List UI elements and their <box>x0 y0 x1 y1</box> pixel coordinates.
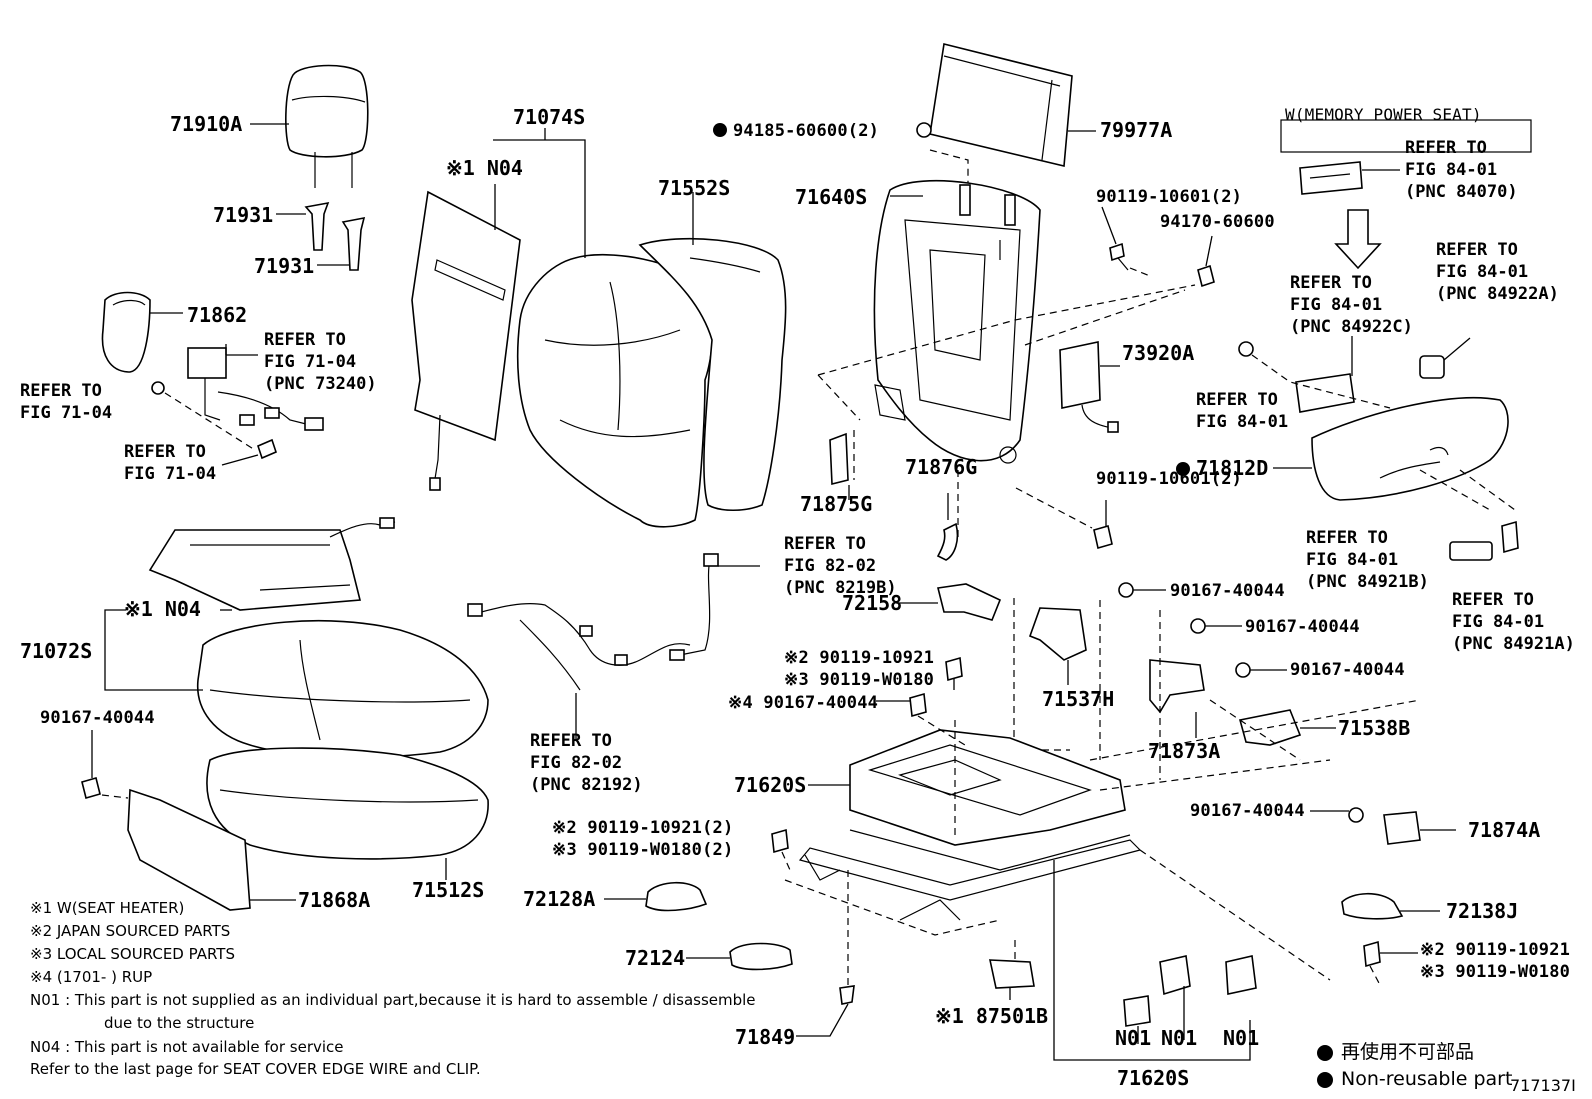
shield-71812D <box>1311 396 1509 501</box>
cover-71862 <box>101 291 151 373</box>
buckle-drawing <box>187 347 324 431</box>
note-5: N01 : This part is not supplied as an in… <box>30 991 756 1009</box>
label-right-x2: ※2 90119-10921 <box>1420 940 1571 960</box>
back-board-79977A <box>929 43 1073 167</box>
label-71537H: 71537H <box>1042 687 1115 711</box>
label-71620S: 71620S <box>734 773 807 797</box>
label-x3-90119-W0180: ※3 90119-W0180 <box>784 670 935 690</box>
wire-harness <box>467 553 719 691</box>
legend-english: Non-reusable part <box>1341 1068 1513 1090</box>
legend-japanese: 再使用不可部品 <box>1341 1041 1475 1063</box>
cushion-pad-71512S <box>206 747 489 860</box>
label-71931-b: 71931 <box>254 254 315 278</box>
label-71931-a: 71931 <box>213 203 274 227</box>
label-90119-10601-bottom: 90119-10601(2) <box>1096 469 1243 489</box>
note-3: ※3 LOCAL SOURCED PARTS <box>30 945 235 963</box>
label-71538B: 71538B <box>1338 716 1411 740</box>
cushion-71072S <box>196 619 489 759</box>
label-90119-10601-top: 90119-10601(2) <box>1096 187 1243 207</box>
label-72138J: 72138J <box>1446 899 1519 923</box>
note-7: N04 : This part is not available for ser… <box>30 1038 344 1056</box>
label-94185-60600: 94185-60600(2) <box>713 123 879 140</box>
note-1: ※1 W(SEAT HEATER) <box>30 899 185 917</box>
note-2: ※2 JAPAN SOURCED PARTS <box>30 922 231 940</box>
note-6: due to the structure <box>104 1014 255 1032</box>
label-x3-90119-W0180-2: ※3 90119-W0180(2) <box>552 840 734 860</box>
label-x2-90119-10921: ※2 90119-10921 <box>784 648 935 668</box>
non-reusable-dot <box>1176 462 1190 476</box>
label-x2-90119-10921-2: ※2 90119-10921(2) <box>552 818 734 838</box>
label-71512S: 71512S <box>412 878 485 902</box>
label-71620S-bottom: 71620S <box>1117 1066 1190 1090</box>
label-71552S: 71552S <box>658 176 731 200</box>
diagram-id: 717137I <box>1510 1076 1576 1095</box>
label-90167-r2: 90167-40044 <box>1245 617 1360 637</box>
label-90167-r3: 90167-40044 <box>1290 660 1405 680</box>
headrest-support-drawing <box>304 201 366 271</box>
label-n01-b: N01 <box>1161 1026 1198 1050</box>
label-71868A: 71868A <box>298 888 371 912</box>
memory-box-title: W(MEMORY POWER SEAT) <box>1285 105 1482 124</box>
label-94170-60600: 94170-60600 <box>1160 212 1275 232</box>
note-8: Refer to the last page for SEAT COVER ED… <box>30 1060 481 1078</box>
adjuster-71620S-drawing <box>798 729 1142 921</box>
headrest-drawing <box>285 64 369 188</box>
label-71640S: 71640S <box>795 185 868 209</box>
non-reusable-dot <box>713 123 727 137</box>
seatback-cover-71552S <box>638 237 787 512</box>
seatback-heater-n04 <box>411 190 521 442</box>
label-71876G: 71876G <box>905 455 978 479</box>
label-72124: 72124 <box>625 946 686 970</box>
seatback-pad-71074S <box>516 253 714 528</box>
cushion-heater-n04 <box>148 529 362 611</box>
shield-71868A <box>127 788 251 911</box>
label-72128A: 72128A <box>523 887 596 911</box>
label-seatback-n04: ※1 N04 <box>446 156 523 180</box>
label-79977A: 79977A <box>1100 118 1173 142</box>
note-4: ※4 (1701- ) RUP <box>30 968 153 986</box>
label-n01-a: N01 <box>1115 1026 1152 1050</box>
label-n01-c: N01 <box>1223 1026 1260 1050</box>
label-71873A: 71873A <box>1148 739 1221 763</box>
label-87501B: ※1 87501B <box>935 1004 1049 1028</box>
down-arrow <box>1334 209 1382 270</box>
label-71812D: 71812D <box>1176 458 1268 478</box>
label-90167-left: 90167-40044 <box>40 708 155 728</box>
label-90167-r1: 90167-40044 <box>1170 581 1285 601</box>
seatback-frame-71640S <box>873 180 1041 464</box>
label-72158: 72158 <box>842 591 903 615</box>
label-71874A: 71874A <box>1468 818 1541 842</box>
label-71910A: 71910A <box>170 112 243 136</box>
label-71072S: 71072S <box>20 639 93 663</box>
label-71074S: 71074S <box>513 105 586 129</box>
label-71862: 71862 <box>187 303 248 327</box>
label-73920A: 73920A <box>1122 341 1195 365</box>
label-71875G: 71875G <box>800 492 873 516</box>
memory-box-border <box>1280 119 1532 153</box>
label-cushion-n04: ※1 N04 <box>124 597 201 621</box>
label-right-x3: ※3 90119-W0180 <box>1420 962 1571 982</box>
label-90167-r4: 90167-40044 <box>1190 801 1305 821</box>
label-71849: 71849 <box>735 1025 796 1049</box>
lumbar-73920A <box>1059 341 1101 409</box>
label-x4-90167-40044: ※4 90167-40044 <box>728 693 879 713</box>
